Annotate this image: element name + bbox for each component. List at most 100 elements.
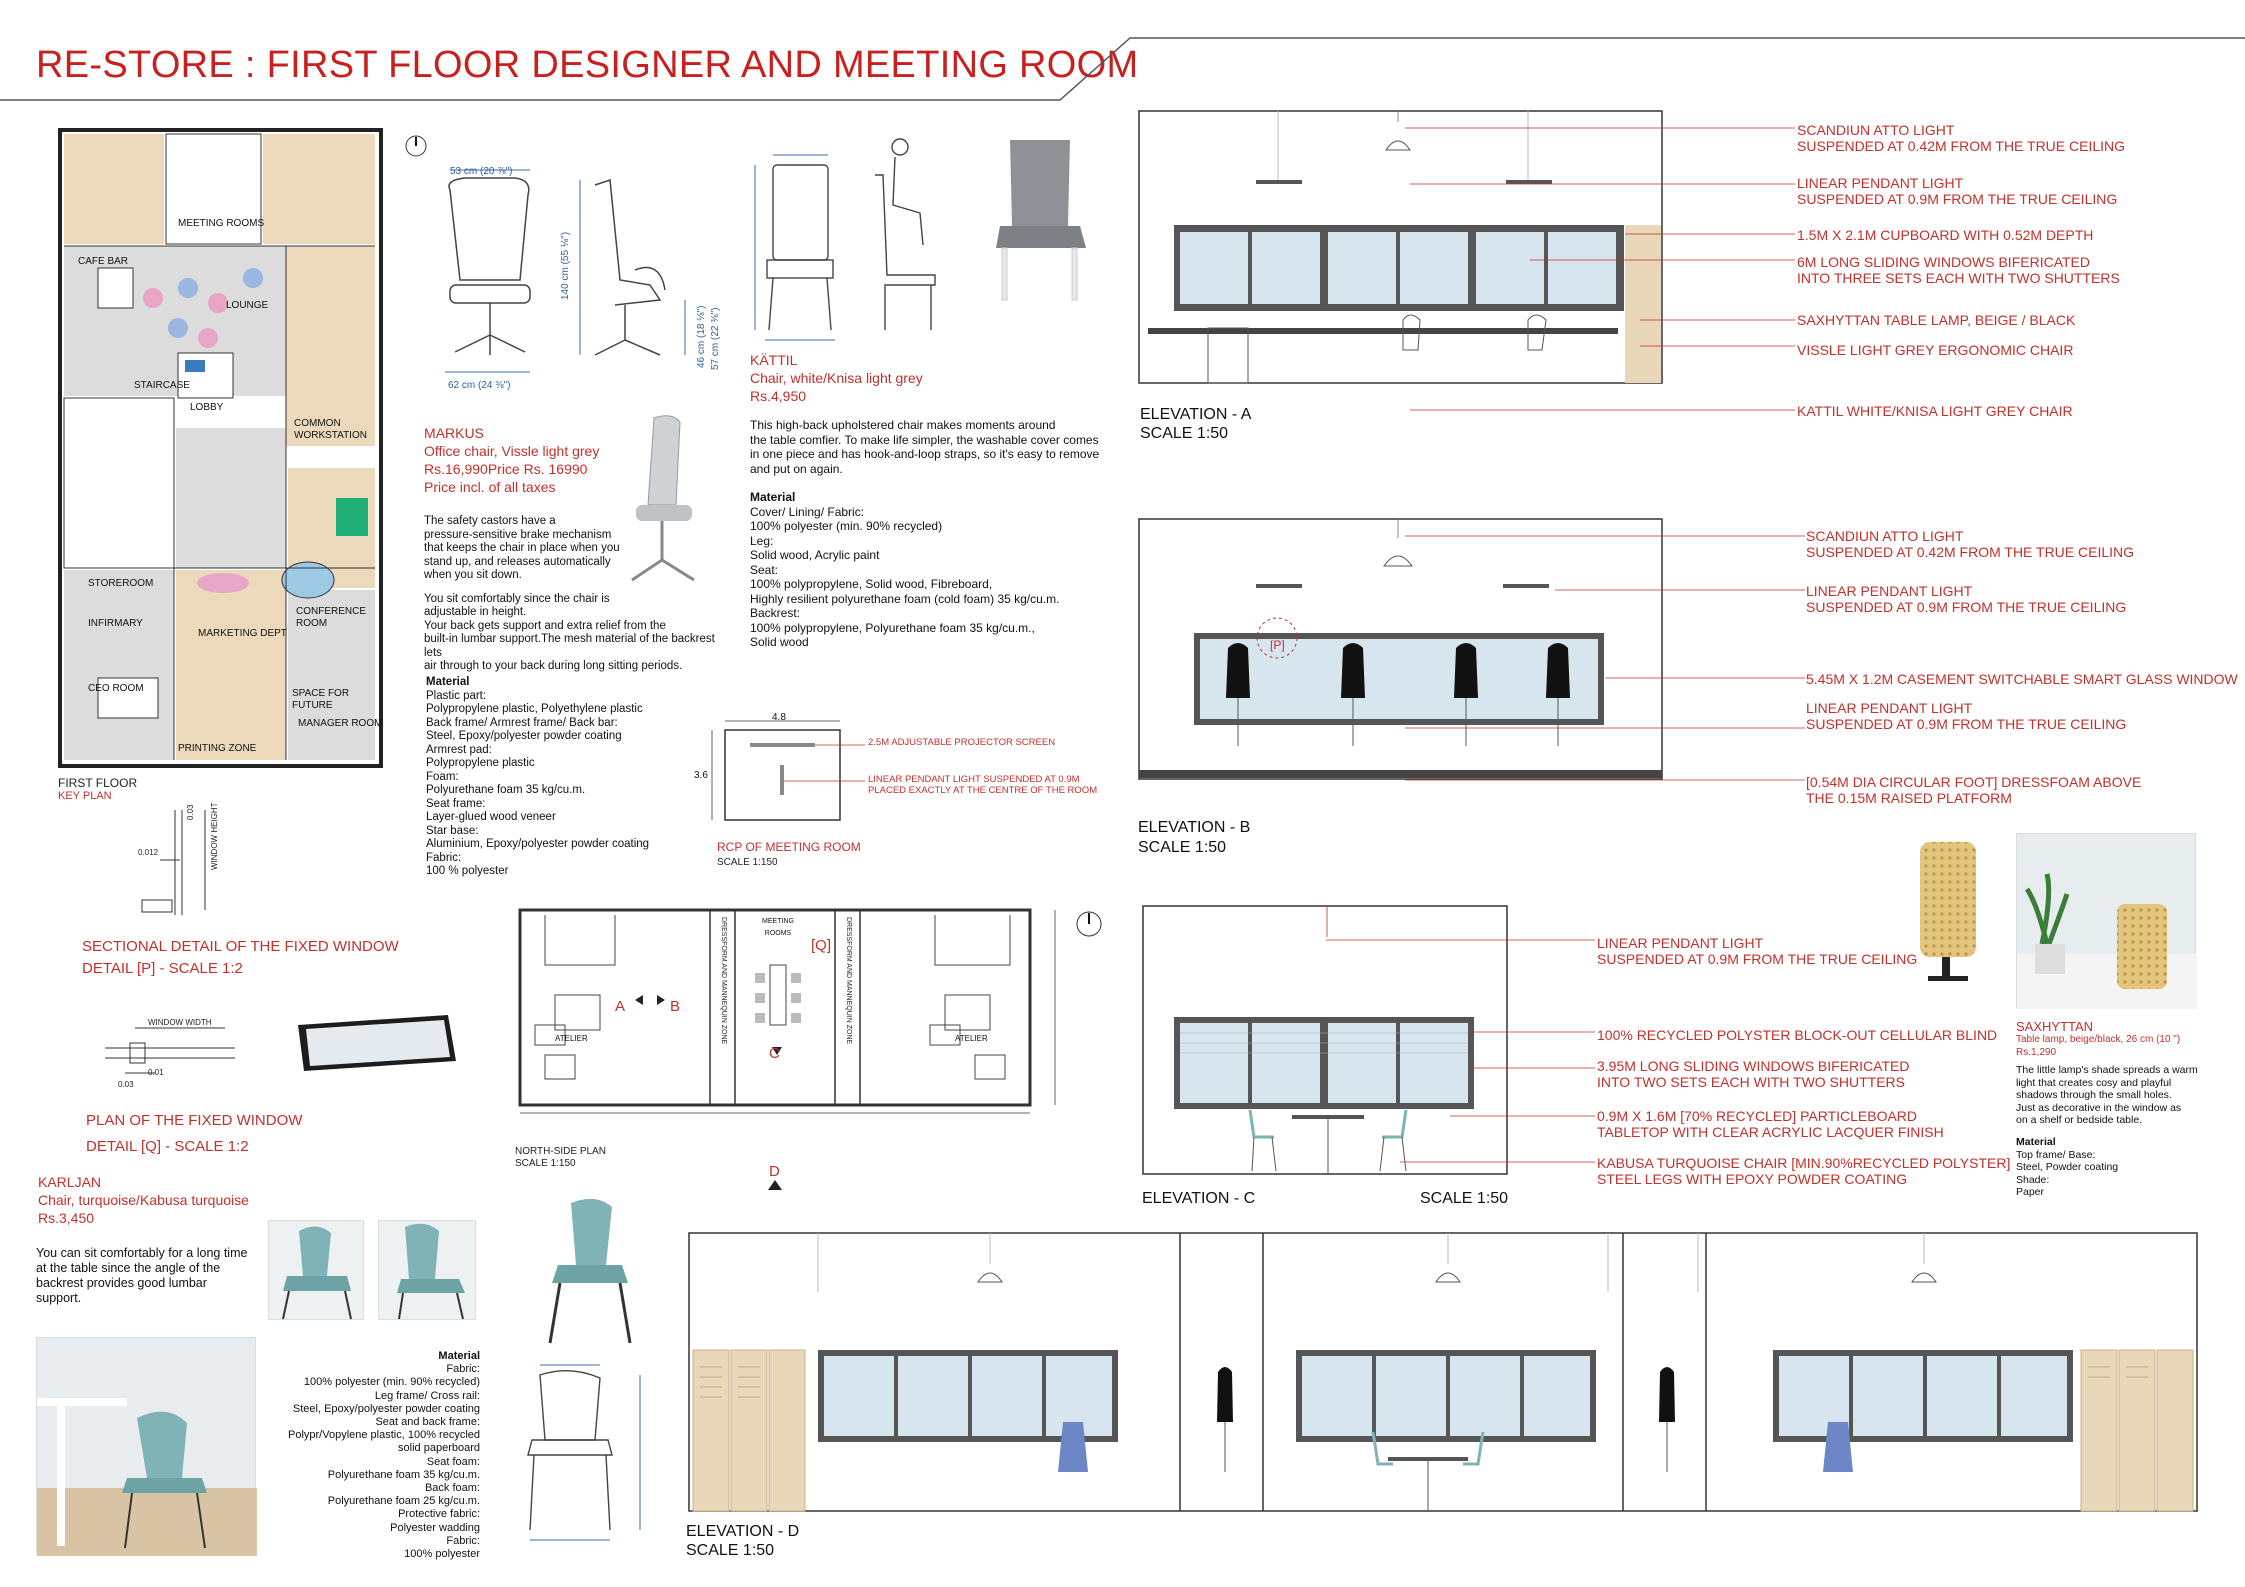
elevation-b: [P]: [1138, 518, 1663, 780]
rcp-scale: SCALE 1:150: [717, 857, 778, 868]
elevation-a-note: VISSLE LIGHT GREY ERGONOMIC CHAIR: [1797, 342, 2074, 358]
north-plan-room: MEETING ROOMS: [762, 918, 794, 937]
elevation-c-leaders: [1326, 939, 1595, 1163]
key-plan-drawing: [58, 128, 383, 768]
north-plan-marker: A: [615, 998, 626, 1015]
saxhyttan-price: Rs.1,290: [2016, 1047, 2057, 1058]
kattil-desc: Chair, white/Knisa light grey: [750, 370, 923, 386]
elevation-a-leaders: [1405, 127, 1795, 411]
elevation-b-leaders: [1405, 535, 1805, 781]
elevation-c-label: ELEVATION - C: [1142, 1190, 1256, 1207]
room-label: MARKETING DEPT: [198, 628, 287, 639]
karljan-price: Rs.3,450: [38, 1210, 95, 1226]
north-plan-marker: C: [769, 1045, 780, 1062]
karljan-photo: [378, 1220, 476, 1320]
key-plan: LOUNGE CAFE BAR STAIRCASE LOBBY COMMON W…: [58, 128, 383, 768]
north-arrow-icon: [1076, 911, 1102, 937]
markus-photo: [614, 410, 710, 595]
marker-arrow-icon: [768, 1180, 782, 1190]
detail-q-title: PLAN OF THE FIXED WINDOW: [86, 1112, 303, 1129]
karljan-name: KARLJAN: [38, 1174, 102, 1190]
north-plan-room: ATELIER: [555, 1034, 588, 1043]
fixed-window-render: [298, 1015, 456, 1071]
key-plan-sub: KEY PLAN: [58, 790, 112, 802]
karljan-desc: Chair, turquoise/Kabusa turquoise: [38, 1192, 249, 1208]
rcp-dim: 3.6: [694, 770, 708, 781]
markus-desc: Office chair, Vissle light grey: [424, 443, 600, 459]
markus-price: Rs.16,990Price Rs. 16990: [424, 461, 588, 477]
room-label: LOBBY: [190, 402, 224, 413]
elevation-c: [1142, 905, 1508, 1175]
detail-q-drawing: [105, 1027, 235, 1074]
room-label: MANAGER ROOM: [298, 718, 383, 729]
elevation-c-note: 0.9M x 1.6M [70% RECYCLED] PARTICLEBOARD…: [1597, 1108, 1944, 1140]
rcp-drawing: [711, 720, 865, 821]
room-label: STAIRCASE: [134, 380, 190, 391]
north-plan-marker: D: [769, 1163, 780, 1180]
saxhyttan-name: SAXHYTTAN: [2016, 1019, 2094, 1034]
detail-p-sub: DETAIL [P] - SCALE 1:2: [82, 960, 243, 977]
elevation-d: [688, 1232, 2198, 1522]
room-label: CONFERENCE ROOM: [296, 606, 367, 629]
elevation-c-note: KABUSA TURQUOISE CHAIR [MIN.90%RECYCLED …: [1597, 1155, 2011, 1187]
north-plan-zone: DRESSFORM AND MANNEQUIN ZONE: [720, 917, 727, 1045]
elevation-a-note: SAXHYTTAN TABLE LAMP, BEIGE / BLACK: [1797, 312, 2076, 328]
north-plan-zone: DRESSFORM AND MANNEQUIN ZONE: [845, 917, 852, 1045]
karljan-room-photo: [36, 1337, 257, 1556]
detail-q-dim: 0.01: [148, 1068, 164, 1077]
markus-dim: 46 cm (18 ⅛"): [696, 305, 707, 368]
markus-dim: 62 cm (24 ⅜"): [448, 380, 511, 391]
north-arrow-icon: [405, 135, 427, 157]
markus-dim: 140 cm (55 ⅛"): [560, 231, 571, 300]
kattil-chair-drawing: [754, 138, 936, 341]
markus-name: MARKUS: [424, 425, 484, 441]
elevation-a-note: KATTIL WHITE/KNISA LIGHT GREY CHAIR: [1797, 403, 2073, 419]
room-label: PRINTING ZONE: [178, 743, 257, 754]
elevation-b-tag: [P]: [1270, 638, 1285, 652]
elevation-a: [1138, 110, 1663, 385]
north-side-plan: A B C ATELIER MEETING ROOMS ATELIER [Q] …: [515, 905, 1070, 1125]
kattil-material: Material Cover/ Lining/ Fabric:100% poly…: [750, 490, 1060, 647]
karljan-chair-drawing: [527, 1364, 641, 1541]
detail-p-dim: 0.03: [186, 804, 195, 820]
kattil-photo: [988, 136, 1093, 301]
markus-material: Material Plastic part:Polypropylene plas…: [426, 676, 650, 877]
elevation-d-label: ELEVATION - D: [686, 1523, 800, 1540]
north-plan-room: ATELIER: [955, 1034, 988, 1043]
rcp-note: LINEAR PENDANT LIGHT SUSPENDED AT 0.9M: [868, 774, 1080, 785]
elevation-b-note: 5.45M x 1.2M CASEMENT SWITCHABLE SMART G…: [1806, 671, 2238, 687]
markus-chair-drawing: [445, 169, 686, 373]
markus-dim: 57 cm (22 ⅜"): [710, 307, 721, 370]
elevation-a-note: 1.5M x 2.1M CUPBOARD WITH 0.52M DEPTH: [1797, 227, 2094, 243]
rcp-note: PLACED EXACTLY AT THE CENTRE OF THE ROOM: [868, 785, 1098, 796]
elevation-c-scale: SCALE 1:50: [1420, 1190, 1509, 1207]
kattil-price: Rs.4,950: [750, 388, 807, 404]
rcp-note: 2.5M ADJUSTABLE PROJECTOR SCREEN: [868, 737, 1056, 748]
markus-dim: 53 cm (20 ⅞"): [450, 166, 513, 177]
detail-p-dim: 0.012: [138, 848, 159, 857]
room-label: MEETING ROOMS: [178, 218, 265, 229]
room-label: INFIRMARY: [88, 618, 143, 629]
page-title: RE-STORE : FIRST FLOOR DESIGNER AND MEET…: [36, 44, 1139, 86]
room-label: CEO ROOM: [88, 683, 144, 694]
detail-p-title: SECTIONAL DETAIL OF THE FIXED WINDOW: [82, 938, 399, 955]
saxhyttan-lamp-photo: [1914, 838, 1984, 983]
room-label: COMMON WORKSTATION: [294, 418, 367, 441]
room-label: CAFE BAR: [78, 256, 129, 267]
saxhyttan-material: Material Top frame/ Base:Steel, Powder c…: [2016, 1136, 2119, 1198]
elevation-d-scale: SCALE 1:50: [686, 1542, 775, 1559]
north-plan-marker: B: [670, 998, 681, 1015]
north-plan-label: NORTH-SIDE PLAN: [515, 1146, 606, 1157]
key-plan-label: FIRST FLOOR: [58, 776, 138, 790]
markus-tax: Price incl. of all taxes: [424, 479, 556, 495]
room-label: STOREROOM: [88, 578, 154, 589]
